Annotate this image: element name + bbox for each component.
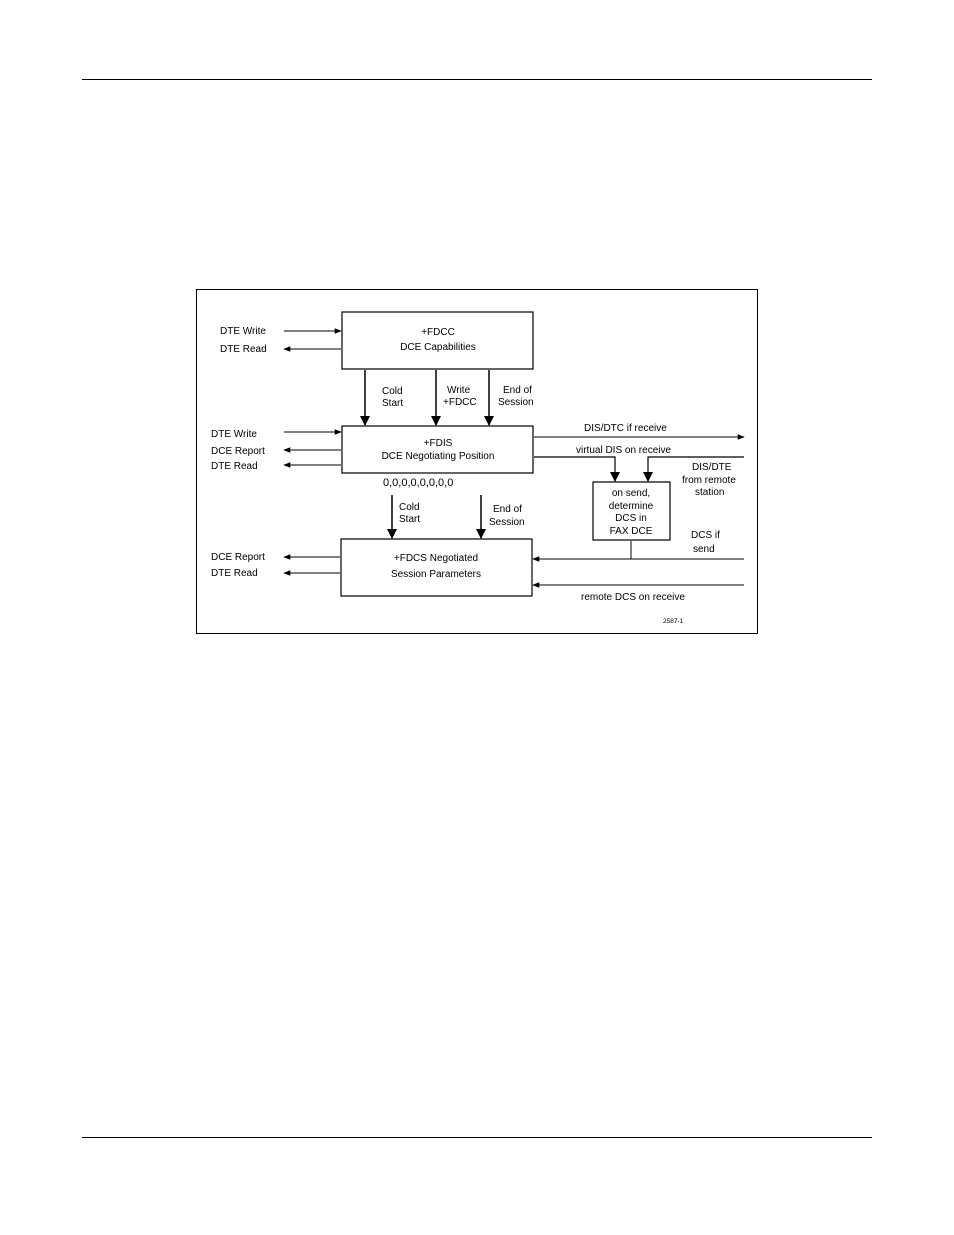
fdcc-dte-read-label: DTE Read <box>220 344 267 355</box>
dis-dte-remote-label-1: DIS/DTE <box>692 462 732 473</box>
virtual-dis-connector <box>534 456 620 482</box>
determine-box-line2: determine <box>609 501 654 512</box>
fdis-dce-report-label: DCE Report <box>211 446 265 457</box>
header-rule <box>82 79 872 80</box>
fdcc-box <box>341 311 534 370</box>
fdis-dte-read-label: DTE Read <box>211 461 258 472</box>
determine-box-line1: on send, <box>612 488 650 499</box>
fdcs-box <box>340 538 533 597</box>
fax-class2-parameter-diagram: +FDCC DCE Capabilities +FDIS DCE Negotia… <box>196 289 758 634</box>
dis-dtc-label: DIS/DTC if receive <box>584 423 667 434</box>
dis-dte-remote-label-2: from remote <box>682 475 736 486</box>
fdis-dte-write-label: DTE Write <box>211 429 257 440</box>
fdcc-box-title: +FDCC <box>421 327 455 338</box>
determine-dcs-box <box>592 481 671 541</box>
fdcc-box-subtitle: DCE Capabilities <box>400 342 476 353</box>
figure-id-label: 2587-1 <box>663 618 684 625</box>
write-fdcc-label-a: Write <box>447 385 471 396</box>
end-session-label-1a: End of <box>503 385 532 396</box>
write-fdcc-label-b: +FDCC <box>443 397 477 408</box>
dis-dte-remote-label-3: station <box>695 487 724 498</box>
virtual-dis-label: virtual DIS on receive <box>576 445 671 456</box>
end-session-label-2b: Session <box>489 517 525 528</box>
end-session-label-2a: End of <box>493 504 522 515</box>
cold-start-label-1a: Cold <box>382 386 403 397</box>
fdcs-box-title: +FDCS Negotiated <box>394 553 478 564</box>
fdcs-dce-report-label: DCE Report <box>211 552 265 563</box>
remote-dcs-label: remote DCS on receive <box>581 592 685 603</box>
end-session-label-1b: Session <box>498 397 534 408</box>
determine-box-line3: DCS in <box>615 513 647 524</box>
fdis-box <box>341 425 534 474</box>
fdis-box-title: +FDIS <box>424 438 453 449</box>
fdcs-box-subtitle: Session Parameters <box>391 569 481 580</box>
determine-box-line4: FAX DCE <box>610 526 653 537</box>
cold-start-label-2b: Start <box>399 514 420 525</box>
cold-start-label-2a: Cold <box>399 502 420 513</box>
figure-frame <box>196 289 758 634</box>
default-values-label: 0,0,0,0,0,0,0,0 <box>383 477 453 489</box>
cold-start-label-1b: Start <box>382 398 403 409</box>
fdcc-dte-write-label: DTE Write <box>220 326 266 337</box>
dcs-if-send-connector <box>630 541 744 560</box>
dcs-if-send-label-1: DCS if <box>691 530 720 541</box>
fdcs-dte-read-label: DTE Read <box>211 568 258 579</box>
fdis-box-subtitle: DCE Negotiating Position <box>382 451 495 462</box>
footer-rule <box>82 1137 872 1138</box>
dis-dte-remote-connector <box>643 456 744 482</box>
dcs-if-send-label-2: send <box>693 544 715 555</box>
